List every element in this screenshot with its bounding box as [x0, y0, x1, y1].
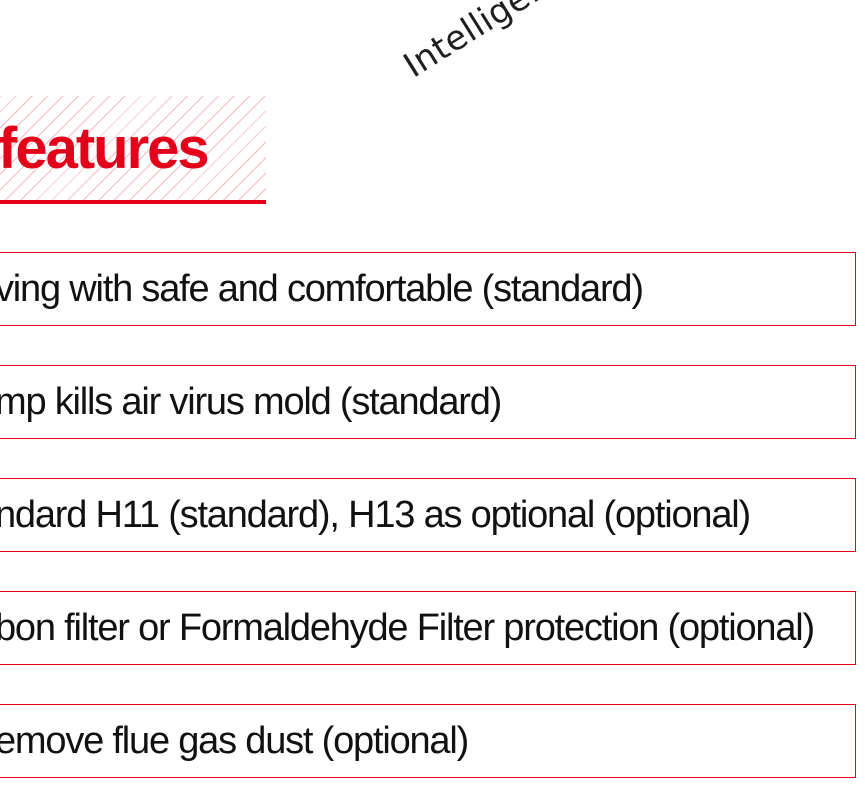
heading-underline	[0, 200, 266, 204]
feature-item-text: ving with safe and comfortable (standard…	[0, 268, 644, 310]
feature-item-text: ndard H11 (standard), H13 as optional (o…	[0, 494, 751, 536]
feature-item-3: ndard H11 (standard), H13 as optional (o…	[0, 478, 856, 552]
heading-hatch-pattern	[0, 96, 266, 202]
feature-item-text: mp kills air virus mold (standard)	[0, 381, 502, 423]
feature-item-text: emove flue gas dust (optional)	[0, 720, 469, 762]
feature-item-2: mp kills air virus mold (standard)	[0, 365, 856, 439]
feature-item-4: bon filter or Formaldehyde Filter protec…	[0, 591, 856, 665]
section-heading: features	[0, 96, 266, 208]
tagline-text: Intelligent A	[396, 0, 598, 87]
feature-item-1: ving with safe and comfortable (standard…	[0, 252, 856, 326]
tagline-graphic: V Intelligent A	[396, 0, 658, 110]
feature-item-text: bon filter or Formaldehyde Filter protec…	[0, 607, 815, 649]
feature-item-5: emove flue gas dust (optional)	[0, 704, 856, 778]
section-heading-text: features	[0, 116, 210, 181]
